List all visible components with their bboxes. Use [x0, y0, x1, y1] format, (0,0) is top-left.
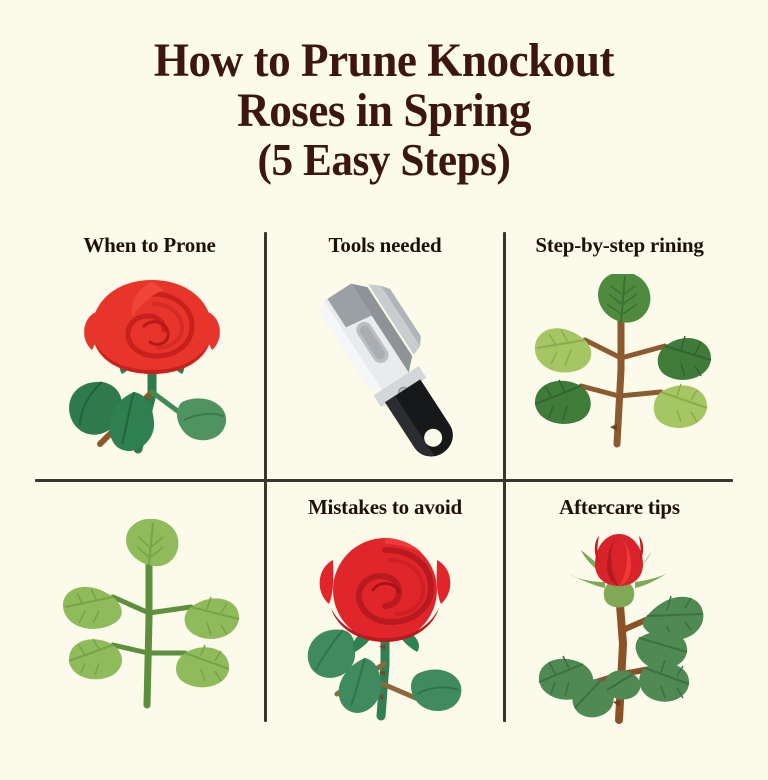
- grid-divider-vertical-1: [264, 232, 267, 722]
- grid-divider-horizontal: [35, 479, 733, 482]
- grid-cell-when-to-prone: When to Prone: [35, 220, 264, 475]
- page-title: How to Prune Knockout Roses in Spring (5…: [0, 36, 768, 184]
- open-red-rose-with-stem-icon: [267, 520, 503, 737]
- title-line-2: Roses in Spring: [237, 83, 531, 137]
- five-leaflet-sprig-light-icon: [35, 495, 264, 737]
- grid-cell-mistakes-to-avoid: Mistakes to avoid: [267, 482, 503, 737]
- cell-label-tools-needed: Tools needed: [328, 233, 442, 257]
- grid-cell-step-by-step: Step-by-step rining: [506, 220, 733, 475]
- pruning-knife-tool-icon: [267, 258, 503, 475]
- rose-bud-on-branch-icon: [506, 520, 733, 737]
- cell-label-when-to-prone: When to Prone: [83, 233, 216, 257]
- title-line-3: (5 Easy Steps): [257, 133, 511, 185]
- grid-cell-aftercare-tips: Aftercare tips: [506, 482, 733, 737]
- grid-cell-unlabeled-sprig: [35, 482, 264, 737]
- title-line-1: How to Prune Knockout: [153, 34, 615, 87]
- cell-label-step-by-step: Step-by-step rining: [535, 233, 704, 257]
- cell-label-mistakes-to-avoid: Mistakes to avoid: [307, 495, 463, 519]
- cell-label-aftercare-tips: Aftercare tips: [559, 495, 680, 519]
- grid-cell-tools-needed: Tools needed: [267, 220, 503, 475]
- grid-divider-vertical-2: [503, 232, 506, 722]
- five-leaflet-sprig-dark-icon: [506, 258, 733, 475]
- steps-grid: When to Prone: [35, 220, 733, 730]
- red-rose-bloom-with-leaves-icon: [35, 258, 264, 475]
